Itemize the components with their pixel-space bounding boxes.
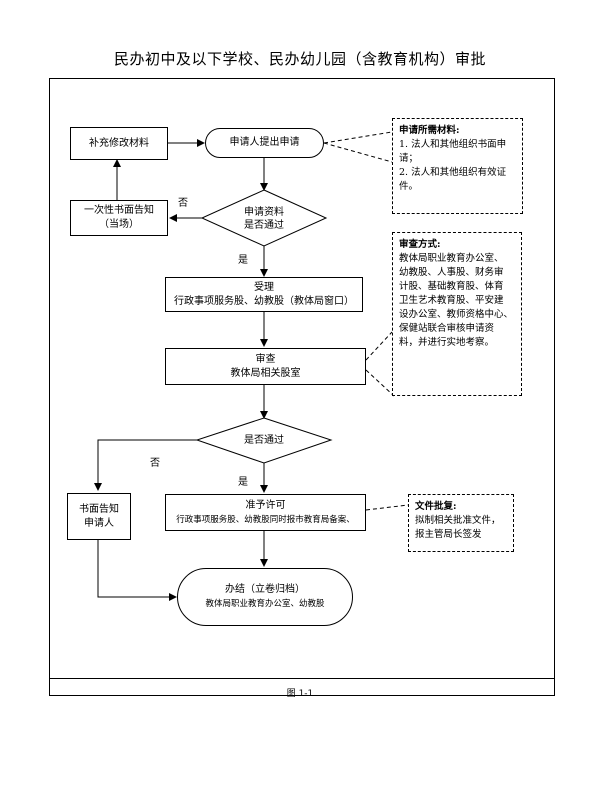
dashed-link-materials xyxy=(323,131,393,144)
approve-box: 准予许可 行政事项服务股、幼教股同时报市教育局备案、 xyxy=(165,494,366,531)
submit-application-label: 申请人提出申请 xyxy=(229,137,300,148)
materials-note-line: 件。 xyxy=(399,181,419,192)
dashed-link-review xyxy=(365,331,393,361)
supplement-materials-label: 补充修改材料 xyxy=(89,137,149,149)
written-notice-line1: 书面告知 xyxy=(79,503,119,515)
review-method-note-line: 幼教股、人事股、财务审 xyxy=(399,267,504,278)
materials-note-line: 请； xyxy=(399,153,419,164)
approve-title: 准予许可 xyxy=(245,499,286,511)
written-notice-box: 书面告知 申请人 xyxy=(67,493,131,540)
materials-note-line: 2. 法人和其他组织有效证 xyxy=(399,167,507,178)
accept-detail: 行政事项服务股、幼教股（教体局窗口） xyxy=(174,295,354,307)
materials-note: 申请所需材料: 1. 法人和其他组织书面申 请； 2. 法人和其他组织有效证 件… xyxy=(392,118,523,214)
accept-title: 受理 xyxy=(254,281,274,293)
document-approval-note-line: 报主管局长签发 xyxy=(415,529,482,540)
page-title: 民办初中及以下学校、民办幼儿园（含教育机构）审批 xyxy=(113,50,486,68)
review-method-note-line: 卫生艺术教育股、平安建 xyxy=(399,295,504,306)
pass-decision-label: 是否通过 xyxy=(244,435,284,446)
check-materials-line2: 是否通过 xyxy=(244,220,284,231)
review-box: 审查 教体局相关股室 xyxy=(165,348,366,385)
review-method-note-line: 保健站联合审核申请资 xyxy=(399,323,495,334)
yes-label-1: 是 xyxy=(238,255,248,266)
conclude-title: 办结（立卷归档） xyxy=(225,584,305,595)
no-label-1: 否 xyxy=(178,198,188,209)
arrow-decision-to-notice xyxy=(94,439,197,491)
conclude-detail: 教体局职业教育办公室、幼教股 xyxy=(205,599,325,609)
review-title: 审查 xyxy=(255,353,276,365)
accept-box: 受理 行政事项服务股、幼教股（教体局窗口） xyxy=(165,277,363,312)
dashed-link-document xyxy=(365,504,409,511)
arrow-notice-to-conclude xyxy=(97,540,177,601)
review-method-note-line: 教体局职业教育办公室、 xyxy=(399,253,504,264)
review-method-note-title: 审查方式: xyxy=(399,239,441,250)
pass-decision-text: 是否通过 xyxy=(214,434,314,447)
approve-detail: 行政事项服务股、幼教股同时报市教育局备案、 xyxy=(176,514,355,525)
document-approval-note-title: 文件批复: xyxy=(415,501,457,512)
yes-label-2: 是 xyxy=(238,477,248,488)
review-method-note-line: 设办公室、教师资格中心、 xyxy=(399,309,514,320)
check-materials-text: 申请资料 是否通过 xyxy=(214,206,314,232)
check-materials-line1: 申请资料 xyxy=(244,207,284,218)
materials-note-line: 1. 法人和其他组织书面申 xyxy=(399,139,507,150)
decision-diamond-pass xyxy=(195,417,333,464)
no-label-2: 否 xyxy=(150,458,160,469)
notify-once-label: 一次性书面告知（当场） xyxy=(84,205,154,230)
caption-row xyxy=(49,678,555,696)
document-approval-note-line: 拟制相关批准文件， xyxy=(415,515,501,526)
document-approval-note: 文件批复: 拟制相关批准文件， 报主管局长签发 xyxy=(408,494,514,552)
materials-note-title: 申请所需材料: xyxy=(399,125,460,136)
dashed-link-materials-2 xyxy=(323,142,393,163)
diagram-frame xyxy=(49,78,555,696)
notify-once-box: 一次性书面告知（当场） xyxy=(70,200,168,236)
supplement-materials-box: 补充修改材料 xyxy=(70,127,168,160)
review-method-note: 审查方式: 教体局职业教育办公室、 幼教股、人事股、财务审 计股、基础教育股、体… xyxy=(392,232,522,396)
written-notice-line2: 申请人 xyxy=(84,517,114,529)
review-method-note-line: 料，并进行实地考察。 xyxy=(399,337,495,348)
submit-application-node: 申请人提出申请 xyxy=(205,128,324,158)
conclude-node: 办结（立卷归档） 教体局职业教育办公室、幼教股 xyxy=(177,568,353,626)
review-method-note-line: 计股、基础教育股、体育 xyxy=(399,281,504,292)
review-detail: 教体局相关股室 xyxy=(230,367,301,379)
decision-diamond-materials xyxy=(200,189,328,247)
figure-caption: 图 1-1 xyxy=(286,689,314,699)
dashed-link-review-2 xyxy=(365,369,395,397)
